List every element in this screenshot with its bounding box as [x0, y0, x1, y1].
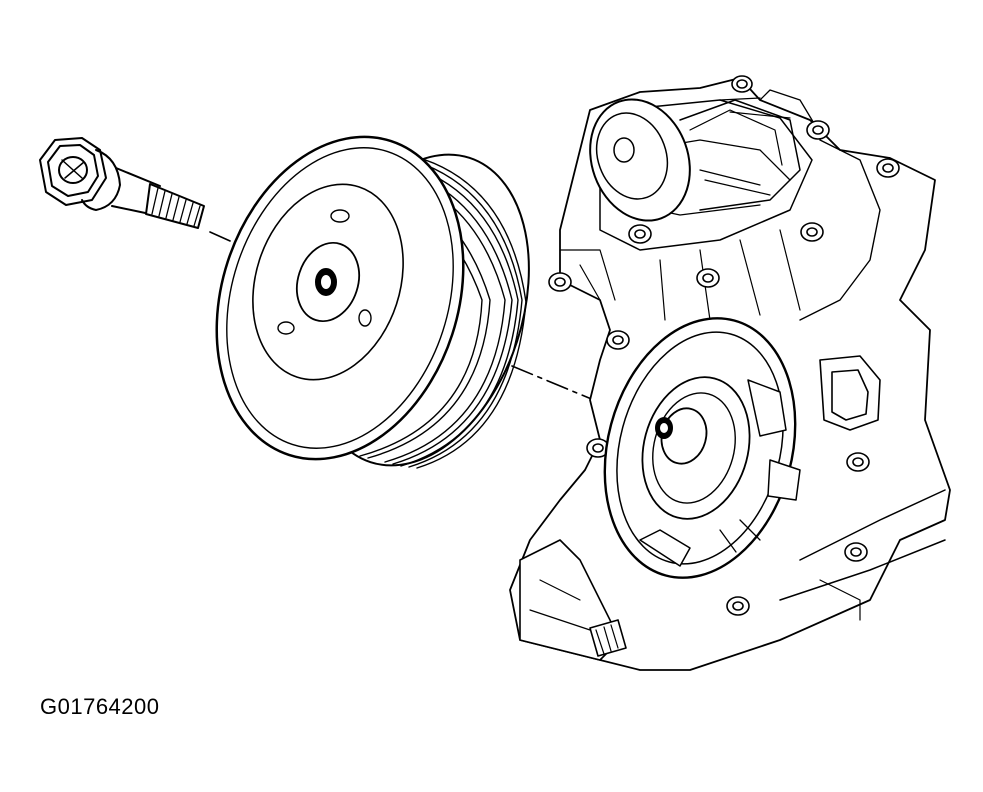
cover-bolt	[845, 543, 867, 561]
cover-bolt	[607, 331, 629, 349]
figure-id-label: G01764200	[40, 694, 160, 719]
water-pump-center	[614, 138, 634, 162]
cover-bolt	[801, 223, 823, 241]
crankshaft-seal-area	[577, 297, 823, 600]
alignment-centerlines	[210, 232, 666, 430]
balancer-to-crankshaft-centerline	[512, 366, 666, 430]
bolt-hex-socket	[59, 157, 87, 183]
balancer-front-inner-rim	[190, 118, 491, 478]
balancer-web-holes	[278, 210, 371, 334]
cover-bolt	[549, 273, 571, 291]
water-pump-hub	[585, 103, 679, 209]
balancer-web-ring	[229, 165, 428, 400]
water-pump	[574, 85, 800, 234]
balancer-hub	[287, 235, 369, 330]
cover-bolt	[807, 121, 829, 139]
crankshaft-seal-lip	[641, 384, 747, 513]
oil-pan-lower	[520, 490, 945, 660]
bolt-to-balancer-centerline	[210, 232, 322, 282]
side-boss	[820, 356, 880, 430]
cover-bolt	[732, 76, 752, 92]
cover-bolt	[727, 597, 749, 615]
cover-bolt	[877, 159, 899, 177]
bolt-shank	[112, 168, 160, 214]
cover-bolt	[587, 439, 609, 457]
sensor-fitting	[590, 620, 626, 656]
cover-bolt	[629, 225, 651, 243]
bolt-flange	[82, 150, 120, 210]
crankshaft-balancer	[177, 105, 567, 494]
cover-mounting-bolts	[549, 76, 899, 615]
balancer-front-face	[177, 105, 503, 492]
bolt-hex-face	[48, 145, 98, 196]
crankshaft-seal	[627, 365, 765, 531]
balancer-bolt	[40, 138, 204, 228]
cover-bolt	[847, 453, 869, 471]
oil-pan-flange	[780, 490, 945, 600]
cover-bolt	[697, 269, 719, 287]
